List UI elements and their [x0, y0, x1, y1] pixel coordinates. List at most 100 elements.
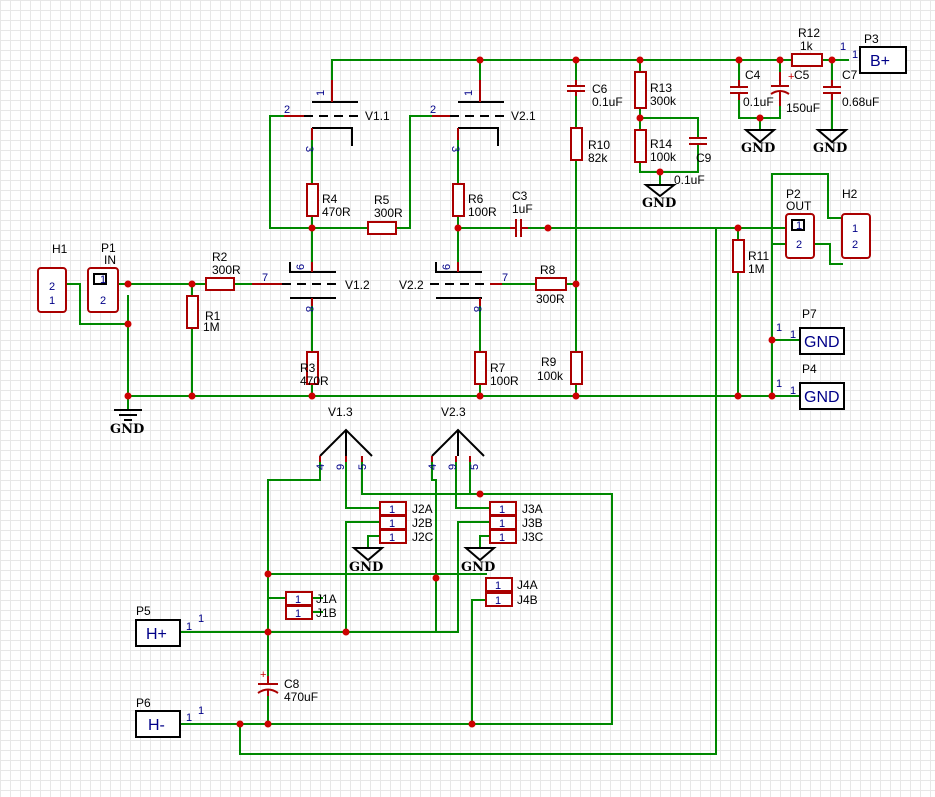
- v13-ref: V1.3: [328, 405, 353, 419]
- resistor-r8[interactable]: [535, 277, 567, 291]
- junction: [544, 224, 552, 232]
- j3c-pin: 1: [499, 532, 505, 544]
- p4-value: GND: [804, 389, 840, 406]
- jumper-j1b[interactable]: [285, 605, 313, 620]
- resistor-r9[interactable]: [570, 351, 583, 385]
- resistor-r3[interactable]: [306, 351, 319, 385]
- resistor-r14[interactable]: [634, 129, 647, 163]
- p3-pin-1: 1: [840, 41, 846, 53]
- p2-pin-2: 2: [796, 239, 802, 251]
- capacitor-c6[interactable]: [567, 80, 585, 96]
- j3b-ref: J3B: [522, 516, 543, 530]
- resistor-r12[interactable]: [791, 53, 823, 67]
- jumper-j2c[interactable]: [379, 529, 407, 544]
- capacitor-c7[interactable]: [823, 80, 841, 100]
- capacitor-c4[interactable]: [730, 80, 748, 100]
- tube-v22[interactable]: [430, 262, 502, 306]
- r8-ref: R8: [540, 263, 556, 277]
- junction: [308, 224, 316, 232]
- tube-v11[interactable]: [284, 80, 360, 146]
- p7-value: GND: [804, 334, 840, 351]
- wire-j3b: [457, 521, 491, 633]
- port-p3[interactable]: [859, 46, 907, 74]
- v22-pin-8: 8: [471, 306, 483, 312]
- junction: [188, 280, 196, 288]
- jumper-j4a[interactable]: [485, 577, 513, 592]
- jumper-j4b[interactable]: [485, 592, 513, 607]
- junction: [828, 56, 836, 64]
- junction: [636, 56, 644, 64]
- header-h1[interactable]: [37, 267, 67, 313]
- port-p6[interactable]: [135, 710, 181, 738]
- c6-value: 0.1uF: [592, 95, 623, 109]
- resistor-r5[interactable]: [367, 221, 397, 235]
- j4b-pin: 1: [495, 595, 501, 607]
- p2-pin-1: 1: [796, 220, 802, 232]
- junction: [476, 392, 484, 400]
- capacitor-c9[interactable]: [689, 137, 707, 145]
- r11-value: 1M: [748, 262, 765, 276]
- capacitor-c3[interactable]: [510, 219, 528, 237]
- ground-symbol-j2c: [351, 547, 385, 562]
- junction: [734, 392, 742, 400]
- tube-v13-heater[interactable]: [319, 428, 373, 462]
- v21-pin-2: 2: [430, 104, 436, 116]
- capacitor-c8[interactable]: [257, 676, 279, 696]
- junction: [308, 392, 316, 400]
- port-p7[interactable]: [799, 327, 845, 355]
- junction: [468, 720, 476, 728]
- v12-pin-7: 7: [262, 272, 268, 284]
- junction: [636, 114, 644, 122]
- p5-ref: P5: [136, 604, 151, 618]
- junctions: [124, 56, 836, 728]
- resistor-r7[interactable]: [474, 351, 487, 385]
- resistor-r1[interactable]: [186, 295, 199, 329]
- junction: [342, 628, 350, 636]
- junction: [572, 280, 580, 288]
- header-h2[interactable]: [841, 213, 871, 259]
- ground-symbol-j3c: [463, 547, 497, 562]
- tube-v12[interactable]: [252, 262, 340, 306]
- p4-pin-1: 1: [776, 378, 782, 390]
- j1a-ref: J1A: [316, 592, 337, 606]
- resistor-r11[interactable]: [732, 239, 745, 273]
- resistor-r10[interactable]: [570, 127, 583, 161]
- junction: [124, 392, 132, 400]
- v21-pin-3: 3: [449, 146, 461, 152]
- p4-ref: P4: [802, 362, 817, 376]
- r10-ref: R10: [588, 138, 610, 152]
- p6-pin-1: 1: [186, 712, 192, 724]
- wire-j2b: [345, 521, 381, 633]
- c4-value: 0.1uF: [743, 95, 774, 109]
- port-p4[interactable]: [799, 382, 845, 410]
- r14-ref: R14: [650, 137, 672, 151]
- junction: [735, 56, 743, 64]
- resistor-r4[interactable]: [306, 183, 319, 217]
- junction: [264, 720, 272, 728]
- h1-pin-2: 2: [49, 281, 55, 293]
- tube-v21[interactable]: [432, 80, 506, 146]
- resistor-r13[interactable]: [634, 71, 647, 109]
- v21-ref: V2.1: [511, 109, 536, 123]
- p5-pin-1b: 1: [198, 613, 204, 625]
- jumper-j3c[interactable]: [489, 529, 517, 544]
- j3c-ref: J3C: [522, 530, 544, 544]
- tubes: [252, 80, 506, 462]
- h2-pin-2: 2: [852, 239, 858, 251]
- p6-pin-1b: 1: [198, 705, 204, 717]
- port-p5[interactable]: [135, 619, 181, 647]
- junction: [776, 56, 784, 64]
- ground-symbol-r14: [643, 184, 677, 198]
- junction: [264, 570, 272, 578]
- v22-pin-6: 6: [441, 264, 453, 270]
- tube-v23-heater[interactable]: [431, 428, 485, 462]
- capacitor-c5[interactable]: [770, 72, 790, 106]
- j1b-pin: 1: [295, 608, 301, 620]
- wire-h1-p1-bottom: [65, 283, 129, 325]
- junction: [188, 392, 196, 400]
- r4-ref: R4: [322, 192, 338, 206]
- r1-ref: R1: [205, 309, 221, 323]
- resistor-r2[interactable]: [205, 277, 235, 291]
- resistor-r6[interactable]: [452, 183, 465, 217]
- junction: [768, 392, 776, 400]
